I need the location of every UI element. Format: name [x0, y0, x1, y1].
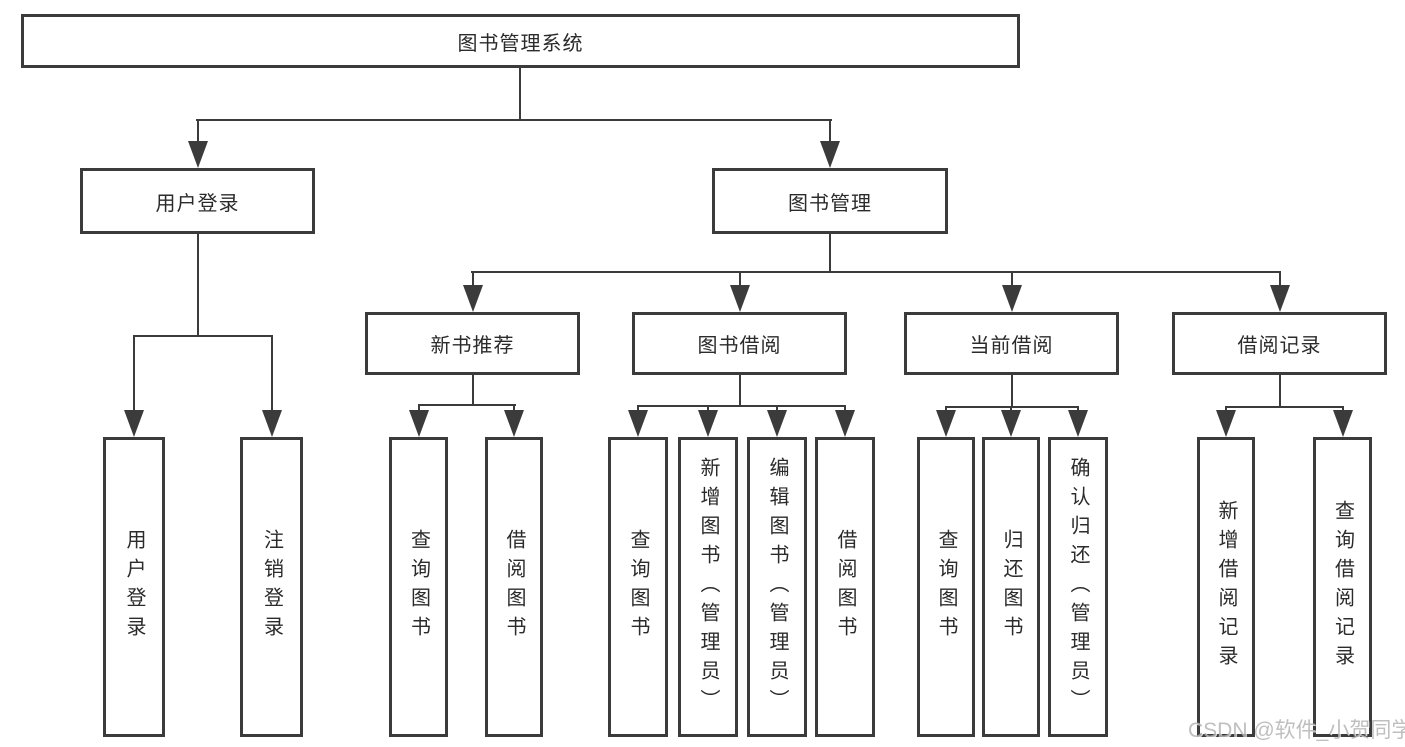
node-label: 查询图书: [935, 529, 957, 645]
connector-line: [1341, 406, 1344, 413]
node-records-query-borrow-record: 查询借阅记录: [1313, 437, 1372, 737]
connector-line: [829, 234, 831, 273]
node-current-borrowing: 当前借阅: [904, 312, 1119, 375]
node-label: 借阅记录: [1237, 335, 1322, 357]
connector-line: [1225, 406, 1344, 408]
connector-line: [1278, 375, 1281, 408]
connector-line: [133, 335, 135, 412]
csdn-watermark: CSDN @软件_小贺同学: [1188, 719, 1405, 742]
node-label: 当前借阅: [969, 335, 1054, 357]
connector-line: [1077, 406, 1079, 413]
connector-line: [738, 271, 741, 287]
arrow-down-icon: [698, 410, 718, 437]
connector-line: [1225, 406, 1227, 413]
connector-line: [738, 375, 741, 407]
connector-line: [945, 406, 947, 413]
node-borrow-borrow-books: 借阅图书: [815, 437, 875, 737]
connector-line: [1010, 375, 1013, 408]
arrow-down-icon: [1269, 285, 1290, 312]
arrow-down-icon: [504, 410, 524, 437]
connector-line: [196, 119, 832, 121]
node-borrow-edit-books-admin: 编辑图书（管理员）: [747, 437, 807, 737]
node-borrow-query-books: 查询图书: [608, 437, 668, 737]
connector-line: [1010, 271, 1013, 287]
connector-line: [513, 404, 515, 413]
arrow-down-icon: [408, 410, 429, 437]
node-label: 图书管理: [788, 192, 872, 215]
connector-line: [471, 271, 1281, 273]
connector-line: [417, 404, 420, 413]
arrow-down-icon: [936, 410, 956, 437]
connector-line: [471, 375, 474, 406]
node-label: 图书借阅: [697, 335, 782, 357]
arrow-down-icon: [1332, 410, 1353, 437]
arrow-down-icon: [767, 410, 787, 437]
node-label: 注销登录: [260, 529, 283, 645]
node-label: 借阅图书: [834, 529, 856, 645]
node-current-return-books: 归还图书: [982, 437, 1040, 737]
arrow-down-icon: [628, 410, 648, 437]
node-library-management-system: 图书管理系统: [21, 14, 1020, 68]
arrow-down-icon: [729, 285, 750, 312]
node-user-login: 用户登录: [80, 168, 315, 234]
node-label: 用户登录: [123, 529, 145, 645]
node-label: 编辑图书（管理员）: [766, 456, 788, 718]
arrow-down-icon: [820, 141, 840, 168]
node-label: 用户登录: [155, 192, 240, 215]
node-book-management: 图书管理: [712, 168, 948, 234]
node-borrowing-records: 借阅记录: [1172, 312, 1387, 375]
node-current-confirm-return-admin: 确认归还（管理员）: [1048, 437, 1108, 737]
connector-line: [844, 405, 846, 413]
connector-line: [196, 119, 199, 143]
connector-line: [1278, 271, 1281, 287]
node-records-add-borrow-record: 新增借阅记录: [1197, 437, 1255, 737]
node-label: 查询借阅记录: [1331, 500, 1354, 674]
node-label: 归还图书: [1000, 529, 1022, 645]
node-label: 查询图书: [627, 529, 649, 645]
connector-line: [829, 119, 831, 143]
node-label: 图书管理系统: [457, 32, 584, 55]
node-label: 确认归还（管理员）: [1067, 456, 1089, 718]
arrow-down-icon: [835, 410, 855, 437]
arrow-down-icon: [261, 410, 282, 437]
connector-line: [417, 404, 516, 406]
node-current-query-books: 查询图书: [917, 437, 975, 737]
connector-line: [133, 335, 273, 337]
node-newrec-borrow-books: 借阅图书: [485, 437, 543, 737]
connector-line: [196, 234, 199, 337]
node-leaf-user-login: 用户登录: [103, 437, 165, 737]
arrow-down-icon: [1216, 410, 1236, 437]
arrow-down-icon: [187, 141, 208, 168]
connector-line: [945, 406, 1079, 408]
connector-line: [776, 405, 778, 413]
node-label: 查询图书: [407, 529, 430, 645]
connector-line: [519, 68, 521, 121]
arrow-down-icon: [1001, 285, 1022, 312]
connector-line: [1010, 406, 1012, 413]
connector-line: [637, 405, 639, 413]
connector-line: [270, 335, 273, 412]
arrow-down-icon: [1068, 410, 1088, 437]
node-leaf-logout: 注销登录: [240, 437, 303, 737]
connector-line: [471, 271, 474, 287]
node-label: 新增图书（管理员）: [697, 456, 719, 718]
connector-line: [707, 405, 709, 413]
node-label: 新增借阅记录: [1215, 500, 1237, 674]
node-label: 借阅图书: [503, 529, 525, 645]
node-borrow-add-books-admin: 新增图书（管理员）: [678, 437, 738, 737]
node-new-book-recommendation: 新书推荐: [365, 312, 580, 375]
node-label: 新书推荐: [430, 335, 515, 357]
arrow-down-icon: [1001, 410, 1021, 437]
arrow-down-icon: [124, 410, 144, 437]
node-book-borrowing: 图书借阅: [632, 312, 847, 375]
node-newrec-query-books: 查询图书: [389, 437, 448, 737]
arrow-down-icon: [462, 285, 483, 312]
connector-line: [637, 405, 846, 407]
